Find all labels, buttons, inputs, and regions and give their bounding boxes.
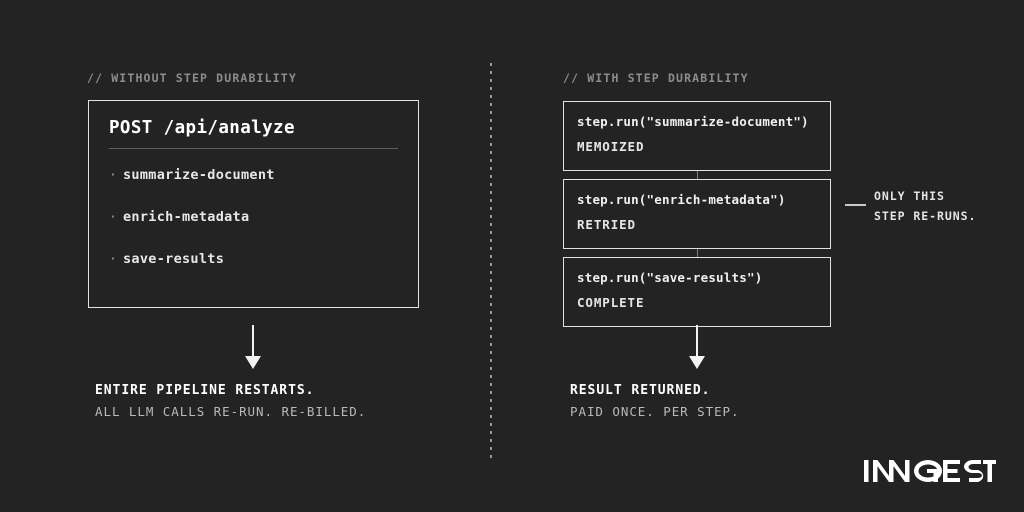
- bullet-icon: ·: [109, 167, 117, 183]
- left-column-comment: // WITHOUT STEP DURABILITY: [87, 71, 297, 85]
- left-outcome: ENTIRE PIPELINE RESTARTS. ALL LLM CALLS …: [95, 380, 366, 422]
- left-outcome-detail: ALL LLM CALLS RE-RUN. RE-BILLED.: [95, 404, 367, 419]
- column-divider: [490, 63, 492, 463]
- arrow-shaft: [252, 325, 254, 357]
- step-box-summarize-document: step.run("summarize-document") MEMOIZED: [563, 101, 831, 171]
- request-title: POST /api/analyze: [109, 118, 295, 138]
- step-box-save-results: step.run("save-results") COMPLETE: [563, 257, 831, 327]
- request-step-list: · summarize-document · enrich-metadata ·…: [109, 161, 404, 287]
- inngest-wordmark-icon: [864, 460, 996, 482]
- list-item-label: save-results: [123, 251, 225, 267]
- callout-line-1: ONLY THIS: [874, 189, 945, 203]
- list-item: · save-results: [109, 245, 404, 273]
- inngest-logo: [864, 456, 996, 486]
- list-item-label: summarize-document: [123, 167, 275, 183]
- bullet-icon: ·: [109, 209, 117, 225]
- arrow-head: [689, 356, 705, 369]
- status-badge: MEMOIZED: [577, 138, 645, 154]
- status-badge: COMPLETE: [577, 294, 645, 310]
- status-badge: RETRIED: [577, 216, 636, 232]
- right-column-comment: // WITH STEP DURABILITY: [563, 71, 749, 85]
- right-outcome-headline: RESULT RETURNED.: [570, 383, 711, 398]
- arrow-shaft: [696, 325, 698, 357]
- step-box-enrich-metadata: step.run("enrich-metadata") RETRIED: [563, 179, 831, 249]
- step-callout-note: ONLY THIS STEP RE-RUNS.: [845, 186, 976, 226]
- request-title-divider: [109, 148, 398, 149]
- callout-line-2: STEP RE-RUNS.: [874, 209, 977, 223]
- step-list: step.run("summarize-document") MEMOIZED …: [563, 101, 831, 335]
- bullet-icon: ·: [109, 251, 117, 267]
- monolithic-request-card: POST /api/analyze · summarize-document ·…: [88, 100, 419, 308]
- right-outcome-detail: PAID ONCE. PER STEP.: [570, 404, 740, 419]
- arrow-head: [245, 356, 261, 369]
- step-connector: [697, 171, 698, 179]
- list-item: · summarize-document: [109, 161, 404, 189]
- list-item: · enrich-metadata: [109, 203, 404, 231]
- step-call-label: step.run("summarize-document"): [577, 114, 809, 129]
- list-item-label: enrich-metadata: [123, 209, 250, 225]
- callout-leader-line: [845, 204, 866, 206]
- left-outcome-headline: ENTIRE PIPELINE RESTARTS.: [95, 383, 315, 398]
- step-connector: [697, 249, 698, 257]
- right-outcome: RESULT RETURNED. PAID ONCE. PER STEP.: [570, 380, 740, 422]
- step-call-label: step.run("enrich-metadata"): [577, 192, 786, 207]
- step-call-label: step.run("save-results"): [577, 270, 763, 285]
